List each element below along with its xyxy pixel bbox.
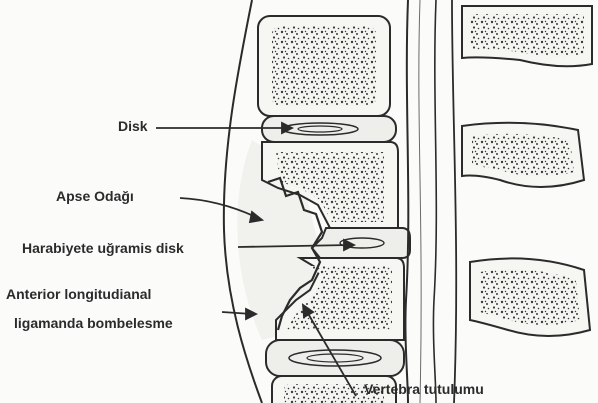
spinal-canal-back — [433, 0, 436, 403]
label-apse: Apse Odağı — [56, 189, 134, 203]
intervertebral-disc-3 — [266, 340, 404, 376]
arrow-anterior — [222, 309, 256, 319]
vertebral-body-1 — [258, 16, 390, 116]
spinous-process-2 — [462, 123, 584, 187]
label-vertebra: Vertebra tutulumu — [364, 382, 484, 396]
label-disk: Disk — [118, 119, 148, 133]
posterior-line — [452, 0, 456, 403]
dura-line — [419, 0, 421, 403]
spinous-process-1 — [462, 6, 592, 66]
spinal-canal-front — [405, 0, 408, 403]
damaged-disc — [312, 228, 410, 258]
label-harabiyete: Harabiyete uğramis disk — [22, 241, 184, 255]
spinous-process-3 — [470, 258, 590, 336]
label-anterior-line2: ligamanda bombelesme — [14, 316, 173, 330]
label-anterior-line1: Anterior longitudianal — [6, 287, 151, 301]
